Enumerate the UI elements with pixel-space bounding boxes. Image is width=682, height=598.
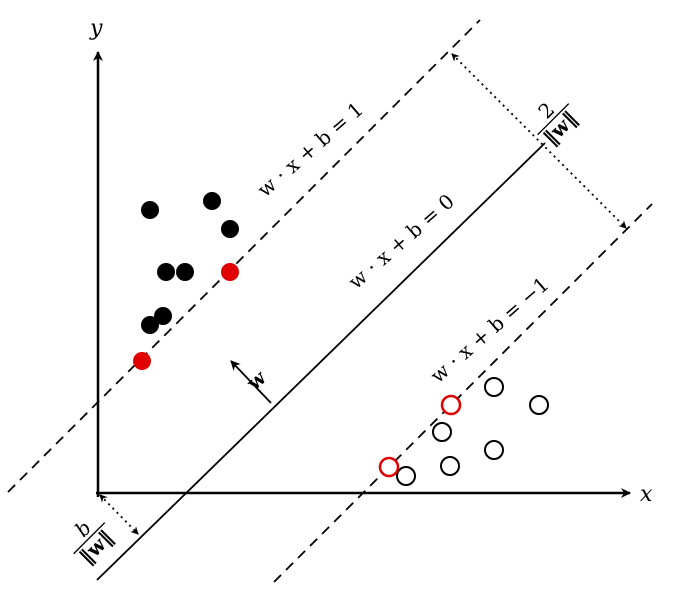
negative-point — [432, 422, 452, 442]
positive-point — [221, 220, 239, 238]
positive-point — [154, 307, 172, 325]
positive-support-vector — [133, 352, 151, 370]
negative-support-vector — [378, 456, 400, 478]
normal-vector-arrow — [230, 360, 272, 404]
x-axis-label: x — [640, 482, 653, 507]
margin-width-arrow — [451, 53, 627, 229]
positive-point — [203, 192, 221, 210]
negative-point — [529, 395, 549, 415]
negative-support-vector — [440, 394, 462, 416]
offset-label: b ‖w‖ — [70, 516, 118, 569]
decision-boundary-equation: w · x + b = 0 — [344, 189, 459, 294]
negative-point — [484, 377, 504, 397]
offset-arrow — [99, 494, 139, 535]
y-axis-label: y — [89, 16, 103, 41]
normal-vector-label: w — [241, 365, 271, 396]
positive-point — [176, 263, 194, 281]
margin-width-fraction-bar — [537, 103, 570, 136]
lower-margin-equation: w · x + b = −1 — [426, 272, 554, 388]
upper-margin-line — [7, 19, 481, 493]
negative-class-points — [378, 377, 549, 486]
negative-point — [484, 440, 504, 460]
positive-class-points — [133, 192, 239, 370]
positive-point — [141, 316, 159, 334]
lower-margin-line — [273, 203, 653, 583]
positive-support-vector — [221, 263, 239, 281]
negative-point — [396, 466, 416, 486]
offset-fraction-bar — [73, 522, 106, 555]
positive-point — [141, 201, 159, 219]
positive-point — [157, 263, 175, 281]
margin-width-label: 2 ‖w‖ — [533, 97, 581, 149]
negative-point — [440, 456, 460, 476]
decision-boundary-line — [96, 142, 546, 581]
